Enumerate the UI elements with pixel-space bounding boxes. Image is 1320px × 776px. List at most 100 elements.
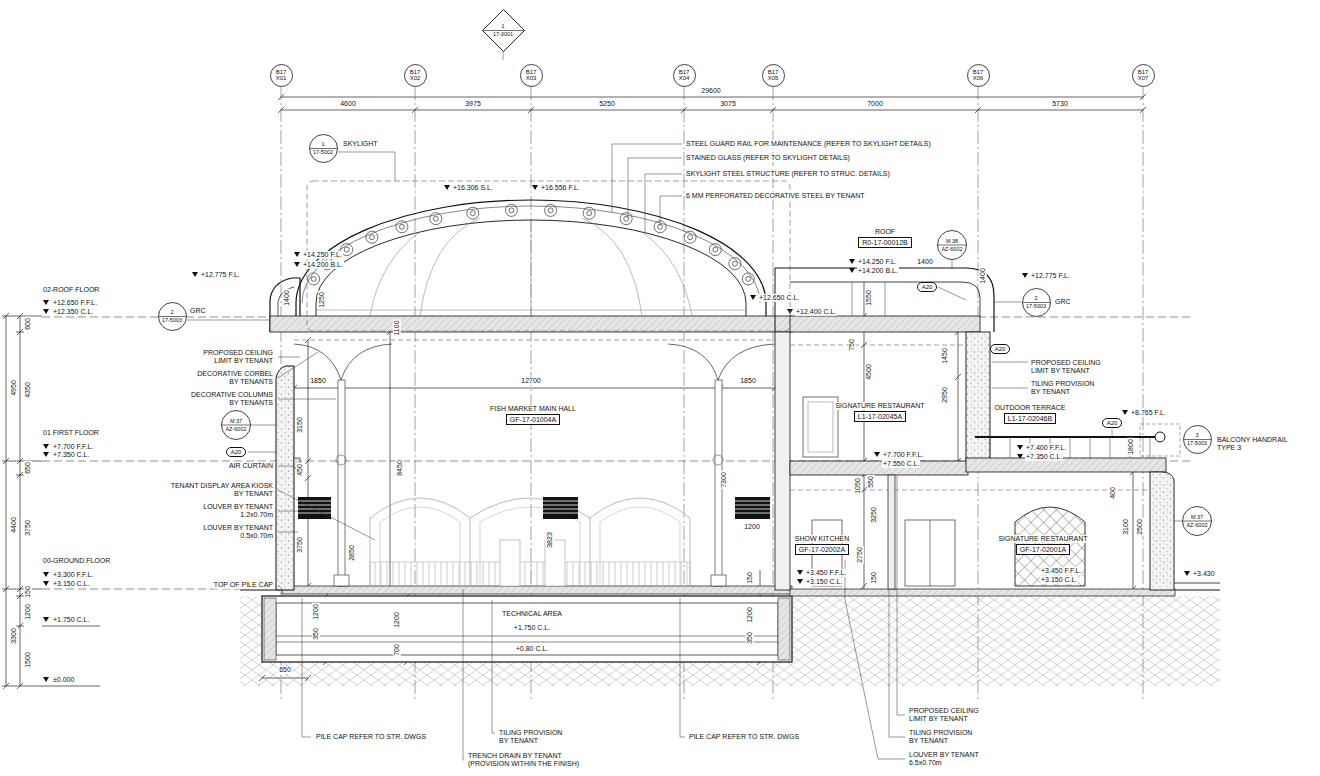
restaurant-wing (775, 268, 994, 332)
dimension: 8450 (396, 459, 404, 477)
leader-line (187, 51, 1182, 760)
restaurant-wing (1015, 507, 1085, 586)
hall-interior (370, 562, 690, 586)
text-holder: B17 X05 (762, 64, 785, 87)
room-name: SHOW KITCHEN (794, 535, 850, 543)
dimension: 4500 (865, 363, 873, 381)
hall-interior (294, 344, 775, 380)
ground-line (1174, 583, 1220, 584)
callout-title: SKYLIGHT (342, 140, 379, 148)
level-mark: +12.650 C.L. (758, 294, 800, 302)
leader-line (278, 532, 298, 533)
detail-callout: M 37AZ-6002 (1182, 506, 1212, 536)
grid-bubble: B17 X07 (1132, 64, 1155, 87)
dome-ornament (505, 204, 517, 216)
material-code: A20 (231, 449, 242, 456)
room-tag: SIGNATURE RESTAURANTGF-17-02001A (997, 535, 1088, 555)
circle-outline (309, 134, 337, 162)
dimension: 5730 (1051, 100, 1069, 108)
circle-outline (520, 64, 542, 86)
sheet-reference: AZ-6002 (1186, 522, 1207, 528)
leader-line (503, 51, 504, 60)
level-mark: +16.556 F.L. (540, 184, 581, 192)
dimension: 650 (278, 666, 292, 674)
level-mark: +3.150 C.L. (52, 580, 90, 588)
divider-line (938, 245, 967, 246)
leader-line (278, 490, 375, 540)
leader-line (1174, 521, 1182, 522)
text-holder: SIGNATURE RESTAURANTGF-17-02001A (997, 535, 1088, 555)
dimension: 3150 (296, 416, 304, 434)
dimension: 1850 (309, 377, 327, 385)
dimension-line (3, 313, 9, 689)
level-mark: +7.550 C.L. (882, 460, 920, 468)
annotation: PROPOSED CEILING LIMIT BY TENANT (908, 707, 990, 724)
dimension: 3100 (1122, 518, 1130, 536)
annotation: TRENCH DRAIN BY TENANT (PROVISION WITHIN… (467, 752, 593, 769)
sheet-reference: 17-5003 (1187, 440, 1207, 446)
text-holder: M 37AZ-6002 (221, 410, 251, 440)
dome-ornament (620, 213, 632, 225)
hall-structure (270, 278, 792, 590)
level-mark: +3.150 C.L. (1040, 576, 1078, 584)
ground-line (790, 589, 1175, 596)
detail-callout: M 38AZ-6002 (937, 230, 967, 260)
leader-line (645, 174, 682, 232)
material-tag: A20 (1102, 418, 1123, 429)
leader-line (302, 598, 311, 737)
text-holder: 317-5003 (1183, 425, 1212, 454)
annotation: DECORATIVE COLUMNS BY TENANTS (184, 391, 274, 408)
sheet-reference: 17-5002 (313, 149, 333, 155)
dome-ornament (467, 207, 479, 219)
dome-ornament (688, 235, 693, 240)
level-mark: +3.450 F.F.L. (805, 569, 847, 577)
divider-line (482, 30, 524, 31)
text-holder: OUTDOOR TERRACEL1-17-02046B (993, 404, 1066, 424)
restaurant-wing (790, 490, 1150, 491)
detail-number: 2 (1034, 295, 1037, 301)
dimension: 1850 (739, 377, 757, 385)
dome-ornament (742, 273, 754, 285)
dome-ornament (311, 276, 316, 281)
restaurant-wing (790, 282, 980, 316)
text-holder: A20 (231, 449, 242, 456)
divider-line (309, 148, 337, 149)
grid-label: B17 X04 (677, 69, 691, 82)
material-code: A20 (1107, 420, 1118, 427)
detail-number: 1 (321, 141, 324, 147)
dimension: 350 (746, 631, 754, 645)
material-code: A20 (922, 284, 933, 291)
level-mark: +7.700 F.F.L. (882, 451, 924, 459)
dimension: 150 (746, 571, 754, 585)
material-code: A20 (995, 346, 1006, 353)
sheet-reference: AZ-6002 (941, 246, 962, 252)
leader-line (938, 287, 966, 300)
dimension: 1400 (283, 289, 291, 307)
leader-line (628, 158, 682, 218)
text-holder: 117-3001 (482, 9, 525, 52)
dimension: 150 (24, 585, 32, 599)
dimension: 750 (848, 338, 856, 352)
dimension: 4400 (10, 516, 18, 534)
dimension: 1800 (1127, 438, 1135, 456)
hall-structure (278, 287, 294, 316)
room-code: L1-17-02046B (1004, 413, 1056, 425)
restaurant-wing (1155, 432, 1165, 442)
level-mark: +7.350 C.L. (52, 451, 90, 459)
detail-callout: 217-5003 (158, 302, 187, 331)
circle-outline (967, 64, 989, 86)
divider-line (1183, 439, 1211, 440)
annotation: BALCONY HANDRAIL TYPE 3 (1216, 436, 1298, 453)
dimension-line (281, 110, 1143, 111)
level-mark: +14.200 B.L. (302, 261, 344, 269)
floor-level: 01 FIRST FLOOR (42, 429, 100, 437)
restaurant-wing (775, 268, 1180, 590)
text-holder: 1 17-5002 (309, 134, 338, 163)
circle-outline (762, 64, 784, 86)
text-holder: B17 X01 (270, 64, 293, 87)
hall-interior (334, 575, 349, 586)
dimension: 550 (867, 475, 875, 489)
dome (296, 200, 766, 316)
level-line (42, 317, 1190, 589)
